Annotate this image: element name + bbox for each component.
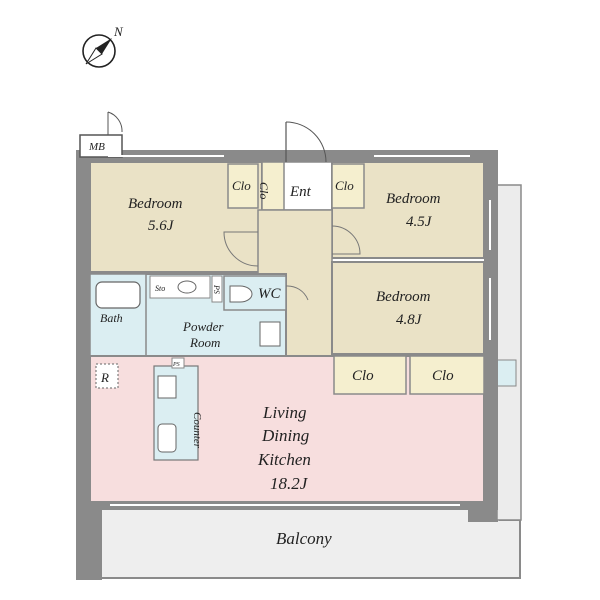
toilet-icon (229, 285, 253, 303)
bathtub-icon (95, 281, 141, 309)
ps-label-1: PS (212, 284, 221, 294)
closet-4-label-b: Clo (352, 368, 374, 384)
kitchen-sink-icon (157, 423, 177, 453)
mb-door-swing (107, 111, 123, 133)
ps-box-2 (171, 357, 185, 369)
closet-5-label-b: Clo (432, 368, 454, 384)
stove-icon (157, 375, 177, 399)
bedroom-2-size: 4.5J (406, 214, 433, 230)
closet-4-top (333, 355, 407, 395)
bedroom-1-name: Bedroom (128, 196, 183, 212)
storage-unit (149, 275, 211, 299)
refrigerator-label: R (100, 370, 109, 385)
compass-label: N (113, 24, 124, 39)
outer-wall-left (76, 150, 90, 510)
bath-label: Bath (100, 311, 123, 325)
wc-door (285, 285, 309, 301)
ldk-size: 18.2J (270, 474, 309, 493)
bedroom-1-size: 5.6J (148, 218, 175, 234)
side-balcony (496, 184, 522, 521)
bedroom-3-size: 4.8J (396, 312, 423, 328)
bedroom-3 (331, 261, 485, 355)
closet-2-label: Clo (257, 182, 271, 199)
refrigerator-box (95, 363, 119, 389)
counter-label: Counter (191, 412, 203, 449)
closet-3-label-b: Clo (335, 178, 354, 193)
closet-3-overlay (331, 163, 365, 209)
wc-label: WC (258, 286, 281, 302)
closet-1 (227, 163, 259, 209)
entrance-door-swing (285, 121, 327, 163)
closet-5-top (409, 355, 485, 395)
washer-icon (259, 321, 281, 347)
sink-icon (177, 280, 197, 294)
north-arrow-icon: N (82, 24, 124, 68)
powder-room-line1: Powder (182, 319, 224, 334)
entrance-label: Ent (289, 184, 312, 200)
bedroom-2-name: Bedroom (386, 191, 441, 207)
ldk-line2: Dining (261, 426, 309, 445)
mb-label: MB (88, 141, 105, 153)
sto-label: Sto (155, 284, 165, 293)
closet-1-label: Clo (232, 178, 251, 193)
bedroom-1-door (223, 231, 259, 267)
ldk-line1: Living (262, 403, 306, 422)
window-marks (108, 155, 491, 506)
balcony-wall-left (76, 500, 102, 580)
ldk-line3: Kitchen (257, 450, 311, 469)
mb-box (79, 134, 123, 158)
bedroom-2-door (331, 225, 361, 255)
balcony-label: Balcony (276, 529, 332, 548)
ps-box-1 (211, 275, 223, 303)
bedroom-3-name: Bedroom (376, 289, 431, 305)
ps-label-2: PS (172, 362, 180, 368)
powder-room-line2: Room (189, 335, 220, 350)
